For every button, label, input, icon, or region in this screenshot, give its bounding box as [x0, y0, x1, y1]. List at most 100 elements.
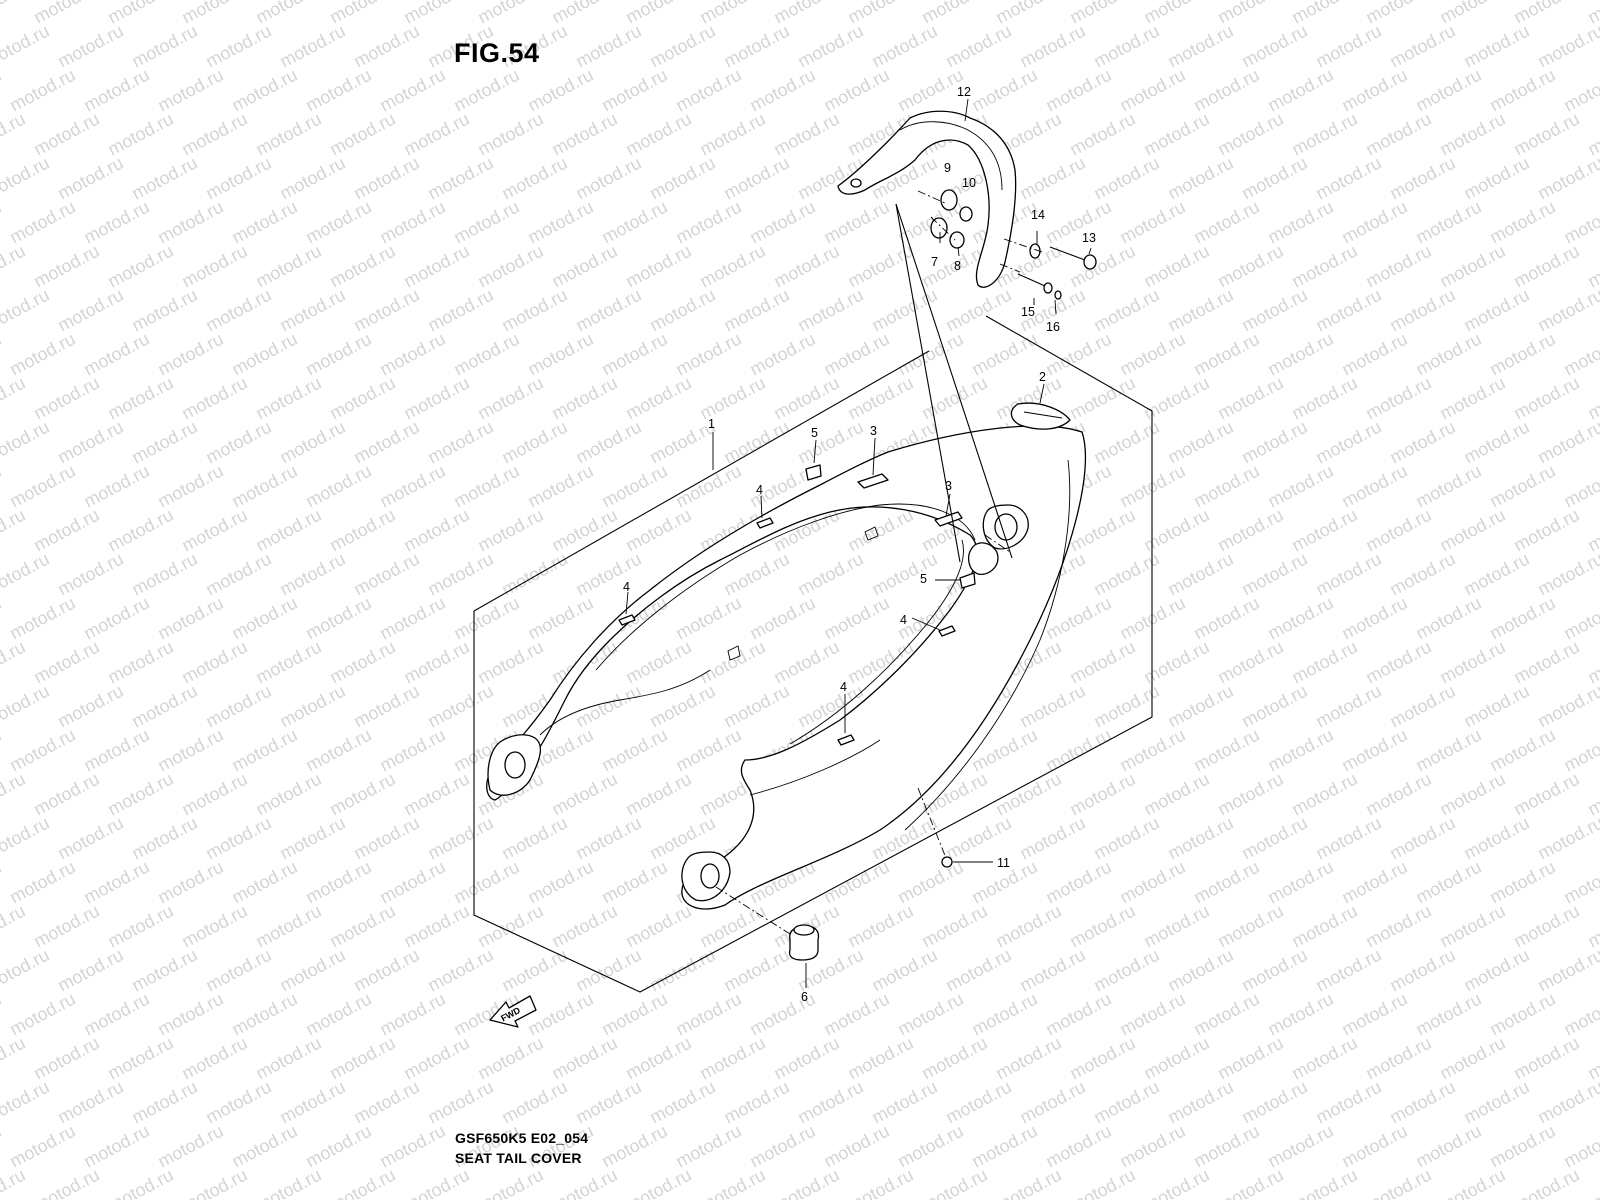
watermark-text: motod.ru — [598, 197, 670, 248]
watermark-text: motod.ru — [548, 241, 620, 292]
assembly-guide-lines — [715, 190, 1043, 935]
watermark-text: motod.ru — [1510, 769, 1582, 820]
watermark-text: motod.ru — [154, 461, 226, 512]
watermark-text: motod.ru — [572, 21, 644, 72]
watermark-text: motod.ru — [1560, 989, 1600, 1040]
watermark-text: motod.ru — [844, 1165, 916, 1200]
watermark-text: motod.ru — [1338, 65, 1410, 116]
watermark-text: motod.ru — [128, 681, 200, 732]
watermark-text: motod.ru — [1214, 901, 1286, 952]
watermark-text: motod.ru — [844, 373, 916, 424]
watermark-text: motod.ru — [0, 109, 29, 160]
watermark-text: motod.ru — [868, 945, 940, 996]
watermark-text: motod.ru — [350, 417, 422, 468]
callout-10: 10 — [962, 176, 976, 190]
watermark-text: motod.ru — [450, 461, 522, 512]
watermark-text: motod.ru — [228, 989, 300, 1040]
watermark-text: motod.ru — [252, 1165, 324, 1200]
watermark-text: motod.ru — [1386, 945, 1458, 996]
watermark-text: motod.ru — [1288, 241, 1360, 292]
watermark-text: motod.ru — [918, 1033, 990, 1084]
watermark-text: motod.ru — [794, 21, 866, 72]
watermark-text: motod.ru — [424, 417, 496, 468]
watermark-text: motod.ru — [1412, 1121, 1484, 1172]
watermark-text: motod.ru — [202, 285, 274, 336]
watermark-text: motod.ru — [498, 945, 570, 996]
watermark-text: motod.ru — [696, 637, 768, 688]
watermark-text: motod.ru — [1164, 153, 1236, 204]
watermark-text: motod.ru — [1510, 1033, 1582, 1084]
watermark-text: motod.ru — [572, 1077, 644, 1128]
callout-15: 15 — [1021, 305, 1035, 319]
watermark-text: motod.ru — [54, 945, 126, 996]
watermark-text: motod.ru — [1164, 285, 1236, 336]
watermark-text: motod.ru — [1264, 725, 1336, 776]
watermark-text: motod.ru — [1016, 813, 1088, 864]
watermark-text: motod.ru — [524, 857, 596, 908]
watermark-text: motod.ru — [1190, 593, 1262, 644]
watermark-text: motod.ru — [1386, 813, 1458, 864]
watermark-text: motod.ru — [746, 329, 818, 380]
watermark-text: motod.ru — [820, 329, 892, 380]
watermark-text: motod.ru — [302, 329, 374, 380]
watermark-text: motod.ru — [104, 241, 176, 292]
watermark-text: motod.ru — [1362, 109, 1434, 160]
watermark-text: motod.ru — [720, 417, 792, 468]
watermark-text: motod.ru — [400, 241, 472, 292]
watermark-text: motod.ru — [276, 681, 348, 732]
watermark-text: motod.ru — [1510, 109, 1582, 160]
watermark-text: motod.ru — [350, 945, 422, 996]
watermark-text: motod.ru — [104, 109, 176, 160]
watermark-text: motod.ru — [104, 505, 176, 556]
watermark-text: motod.ru — [794, 1077, 866, 1128]
watermark-text: motod.ru — [80, 197, 152, 248]
watermark-text: motod.ru — [1214, 1033, 1286, 1084]
watermark-text: motod.ru — [1362, 1165, 1434, 1200]
watermark-text: motod.ru — [1560, 461, 1600, 512]
watermark-text: motod.ru — [0, 461, 5, 512]
watermark-text: motod.ru — [276, 153, 348, 204]
watermark-text: motod.ru — [1386, 1077, 1458, 1128]
watermark-text: motod.ru — [746, 593, 818, 644]
watermark-text: motod.ru — [1386, 417, 1458, 468]
watermark-text: motod.ru — [1090, 21, 1162, 72]
watermark-text: motod.ru — [80, 725, 152, 776]
watermark-text: motod.ru — [844, 505, 916, 556]
callout-1: 1 — [708, 417, 715, 431]
watermark-text: motod.ru — [0, 945, 53, 996]
watermark-text: motod.ru — [868, 21, 940, 72]
watermark-text: motod.ru — [1338, 989, 1410, 1040]
watermark-text: motod.ru — [1288, 901, 1360, 952]
watermark-text: motod.ru — [1436, 241, 1508, 292]
seat-tail-cover — [486, 402, 1087, 910]
watermark-text: motod.ru — [1362, 505, 1434, 556]
watermark-text: motod.ru — [400, 637, 472, 688]
watermark-text: motod.ru — [524, 329, 596, 380]
watermark-text: motod.ru — [154, 65, 226, 116]
watermark-text: motod.ru — [1338, 329, 1410, 380]
watermark-text: motod.ru — [6, 1121, 78, 1172]
watermark-text: motod.ru — [474, 637, 546, 688]
watermark-text: motod.ru — [1584, 637, 1600, 688]
watermark-text: motod.ru — [376, 725, 448, 776]
watermark-text: motod.ru — [622, 1033, 694, 1084]
watermark-text: motod.ru — [1016, 21, 1088, 72]
watermark-text: motod.ru — [1066, 1165, 1138, 1200]
watermark-text: motod.ru — [104, 373, 176, 424]
watermark-text: motod.ru — [202, 417, 274, 468]
watermark-text: motod.ru — [1288, 637, 1360, 688]
watermark-text: motod.ru — [1090, 945, 1162, 996]
watermark-text: motod.ru — [820, 989, 892, 1040]
watermark-text: motod.ru — [178, 637, 250, 688]
watermark-text: motod.ru — [1560, 593, 1600, 644]
watermark-text: motod.ru — [1214, 505, 1286, 556]
watermark-text: motod.ru — [0, 417, 53, 468]
watermark-text: motod.ru — [1362, 373, 1434, 424]
watermark-text: motod.ru — [1042, 989, 1114, 1040]
watermark-text: motod.ru — [894, 1121, 966, 1172]
watermark-text: motod.ru — [276, 549, 348, 600]
watermark-text: motod.ru — [228, 329, 300, 380]
watermark-text: motod.ru — [1190, 197, 1262, 248]
watermark-text: motod.ru — [1042, 857, 1114, 908]
watermark-text: motod.ru — [202, 813, 274, 864]
